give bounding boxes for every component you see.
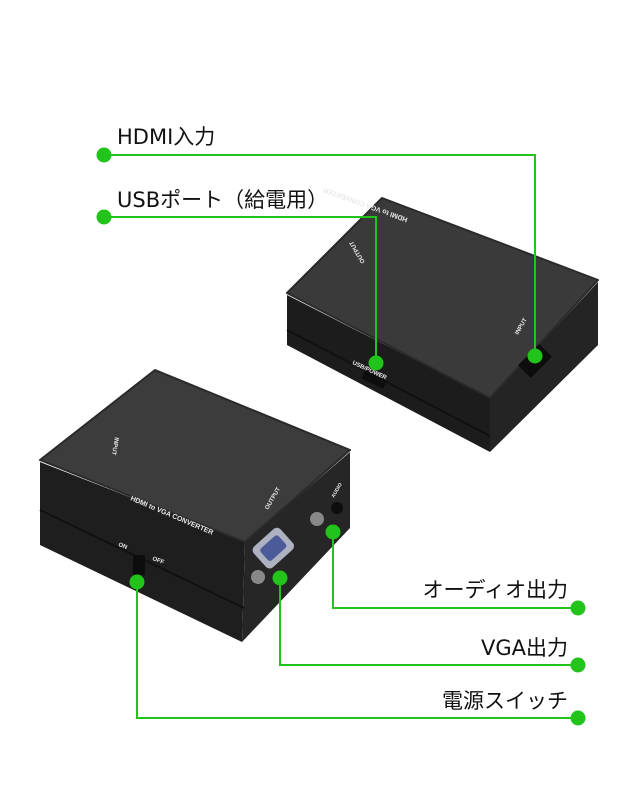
off-print: OFF <box>151 556 165 566</box>
screw <box>251 570 265 584</box>
callout-dot <box>570 600 586 616</box>
callout-label-power-switch: 電源スイッチ <box>442 689 568 713</box>
callout-label-usb-port: USBポート（給電用） <box>117 188 329 212</box>
audio-jack <box>331 502 343 514</box>
callout-dot <box>368 355 384 371</box>
power-switch <box>133 555 145 575</box>
callout-dot <box>325 524 341 540</box>
converter-front-view: HDMI to VGA CONVERTER INPUT OUTPUT AUDIO… <box>39 369 351 642</box>
callout-dot <box>527 348 543 364</box>
callout-dot <box>96 147 112 163</box>
callout-line-vga <box>279 578 578 666</box>
callout-label-hdmi-input: HDMI入力 <box>117 125 216 149</box>
callout-line-usb <box>104 216 377 363</box>
usb-port <box>361 370 387 389</box>
callout-dots <box>96 147 586 726</box>
callout-line-hdmi <box>104 154 536 356</box>
callout-label-audio-output: オーディオ出力 <box>422 578 568 602</box>
callout-lines <box>104 154 578 719</box>
callout-dot <box>129 574 145 590</box>
callout-label-vga-output: VGA出力 <box>480 636 568 660</box>
callout-line-audio <box>332 532 578 609</box>
callout-dot <box>570 657 586 673</box>
callout-dot <box>570 710 586 726</box>
callout-dot <box>272 570 288 586</box>
input-print-front: INPUT <box>110 437 119 456</box>
screw <box>310 512 324 526</box>
converter-back-view: HDMI to VGA CONVERTER OUTPUT INPUT USB/P… <box>286 186 599 452</box>
callout-line-switch <box>136 582 578 719</box>
on-print: ON <box>117 542 128 551</box>
callout-dot <box>96 209 112 225</box>
